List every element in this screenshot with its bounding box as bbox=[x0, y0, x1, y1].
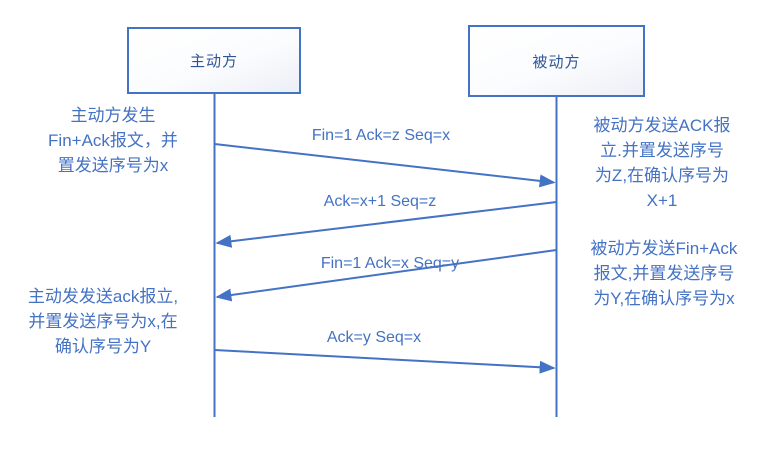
annotation-active-fin: 主动方发生 Fin+Ack报文，并 置发送序号为x bbox=[48, 106, 178, 175]
message-arrow-4 bbox=[214, 349, 556, 374]
message-label-2: Ack=x+1 Seq=z bbox=[323, 193, 437, 210]
message-label-3: Fin=1 Ack=x Seq=y bbox=[320, 255, 460, 272]
message-label-4: Ack=y Seq=x bbox=[326, 329, 422, 346]
message-arrow-1 bbox=[214, 143, 556, 188]
actor-label-passive: 被动方 bbox=[532, 53, 581, 71]
message-arrow-2 bbox=[215, 201, 557, 248]
actor-box-passive[interactable]: 被动方 bbox=[468, 25, 645, 97]
annotation-passive-fin-ack: 被动方发送Fin+Ack 报文,并置发送序号 为Y,在确认序号为x bbox=[590, 239, 738, 308]
annotation-active-ack: 主动发发送ack报立, 并置发送序号为x,在 确认序号为Y bbox=[27, 287, 179, 356]
message-label-1: Fin=1 Ack=z Seq=x bbox=[311, 127, 451, 144]
actor-box-active[interactable]: 主动方 bbox=[127, 27, 301, 94]
actor-label-active: 主动方 bbox=[189, 53, 238, 70]
annotation-passive-ack: 被动方发送ACK报 立.并置发送序号 为Z,在确认序号为 X+1 bbox=[593, 116, 731, 210]
message-arrow-3 bbox=[215, 249, 557, 302]
